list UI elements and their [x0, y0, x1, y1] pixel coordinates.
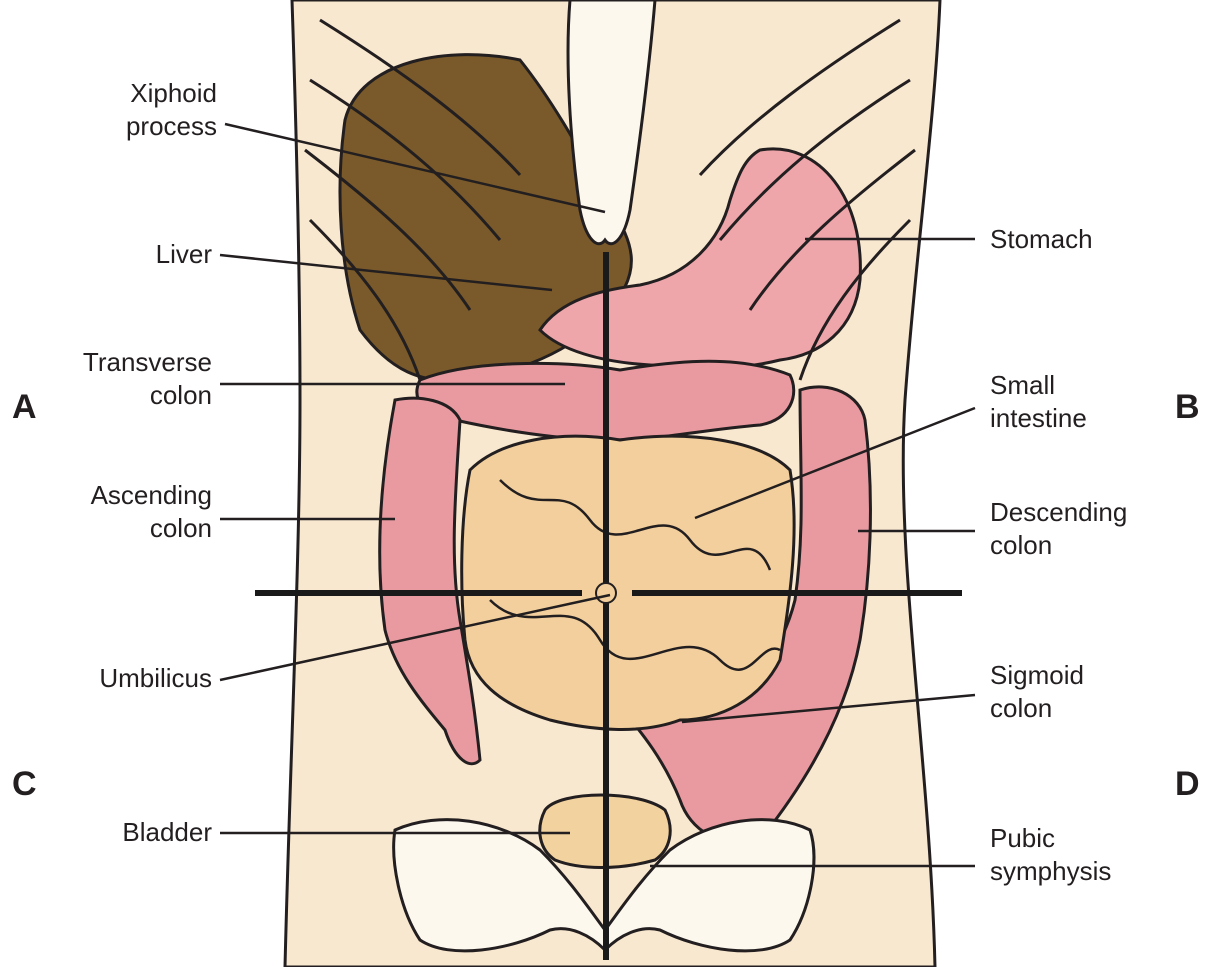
- label-bladder: Bladder: [122, 816, 212, 849]
- label-ascending-colon: Ascending colon: [91, 479, 212, 545]
- label-liver: Liver: [156, 238, 212, 271]
- label-umbilicus: Umbilicus: [99, 662, 212, 695]
- quadrant-label-d: D: [1175, 765, 1200, 804]
- umbilicus-mark: [596, 583, 616, 603]
- label-transverse-colon: Transverse colon: [83, 346, 212, 412]
- label-sigmoid-colon: Sigmoid colon: [990, 659, 1084, 725]
- label-xiphoid-process: Xiphoid process: [126, 77, 217, 143]
- quadrant-label-b: B: [1175, 388, 1200, 427]
- quadrant-label-a: A: [12, 388, 37, 427]
- small-intestine: [462, 436, 794, 729]
- label-pubic-symphysis: Pubic symphysis: [990, 822, 1111, 888]
- quadrant-label-c: C: [12, 765, 37, 804]
- label-small-intestine: Small intestine: [990, 369, 1087, 435]
- label-stomach: Stomach: [990, 223, 1093, 256]
- label-descending-colon: Descending colon: [990, 496, 1127, 562]
